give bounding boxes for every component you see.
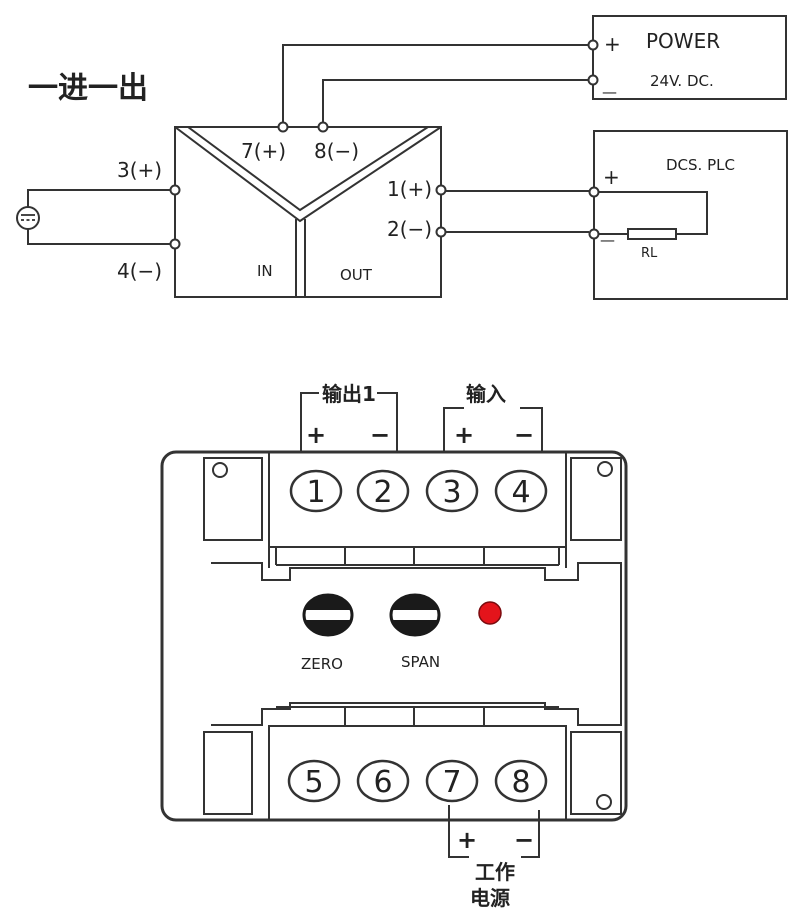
- power-plus-terminal: [587, 39, 599, 51]
- module-t3-terminal: [169, 184, 181, 196]
- input-minus: −: [514, 421, 534, 449]
- module-t3-label: 3(+): [117, 158, 162, 182]
- isolator-module: 7(+) 8(−) 3(+) 4(−) 1(+) 2(−) IN OUT: [117, 121, 447, 298]
- terminal-7[interactable]: 7: [425, 759, 479, 803]
- svg-text:1: 1: [306, 475, 325, 510]
- dcs-title: DCS. PLC: [666, 156, 735, 174]
- module-t8-label: 8(−): [314, 139, 359, 163]
- resistor-label: RL: [641, 246, 658, 261]
- span-potentiometer[interactable]: [389, 593, 441, 637]
- module-out-label: OUT: [340, 266, 373, 284]
- module-t8-terminal: [317, 121, 329, 133]
- input-bracket: [443, 407, 543, 464]
- terminal-8[interactable]: 8: [494, 759, 548, 803]
- power-minus-terminal: [587, 74, 599, 86]
- module-t1-terminal: [435, 184, 447, 196]
- module-in-label: IN: [257, 262, 273, 280]
- terminal-block: 输出1 + − 输入 + −: [160, 382, 628, 910]
- input-label: 输入: [466, 382, 506, 406]
- mount-hole-top-right: [597, 461, 613, 477]
- output-plus: +: [306, 421, 326, 449]
- dcs-plus-terminal: [588, 186, 600, 198]
- module-t4-terminal: [169, 238, 181, 250]
- mount-hole-top-left: [212, 462, 228, 478]
- terminal-6[interactable]: 6: [356, 759, 410, 803]
- output-minus: −: [370, 421, 390, 449]
- power-plus: +: [457, 826, 477, 854]
- input-plus: +: [454, 421, 474, 449]
- terminal-5[interactable]: 5: [287, 759, 341, 803]
- top-terminals: 1 2 3 4: [289, 469, 548, 513]
- span-label: SPAN: [401, 653, 440, 671]
- module-t7-label: 7(+): [241, 139, 286, 163]
- svg-text:3: 3: [442, 475, 461, 510]
- power-label-line1: 工作: [475, 860, 515, 884]
- svg-text:4: 4: [511, 475, 530, 510]
- svg-text:6: 6: [373, 765, 392, 800]
- output-label: 输出1: [322, 382, 376, 406]
- mount-hole-bottom-right: [596, 794, 612, 810]
- output-bracket: [300, 392, 398, 464]
- svg-text:7: 7: [442, 765, 461, 800]
- mounting-ears: [203, 457, 622, 815]
- terminal-2[interactable]: 2: [356, 469, 410, 513]
- dcs-minus-terminal: [588, 228, 600, 240]
- module-t2-label: 2(−): [387, 217, 432, 241]
- zero-potentiometer[interactable]: [302, 593, 354, 637]
- svg-text:8: 8: [511, 765, 530, 800]
- module-t4-label: 4(−): [117, 259, 162, 283]
- status-led: [478, 601, 502, 625]
- power-label-line2: 电源: [470, 886, 510, 910]
- bottom-terminal-strip: [268, 706, 567, 821]
- power-supply-box: POWER 24V. DC. + —: [587, 15, 787, 101]
- power-minus-sign: —: [602, 83, 617, 101]
- power-bracket: [448, 805, 540, 858]
- terminal-1[interactable]: 1: [289, 469, 343, 513]
- module-t7-terminal: [277, 121, 289, 133]
- power-voltage: 24V. DC.: [650, 72, 714, 90]
- module-t1-label: 1(+): [387, 177, 432, 201]
- power-title: POWER: [646, 29, 720, 53]
- zero-label: ZERO: [301, 655, 343, 673]
- load-resistor: [627, 228, 677, 240]
- terminal-3[interactable]: 3: [425, 469, 479, 513]
- power-minus: −: [514, 826, 534, 854]
- mode-title: 一进一出: [28, 71, 148, 106]
- terminal-4[interactable]: 4: [494, 469, 548, 513]
- module-t2-terminal: [435, 226, 447, 238]
- dcs-minus-sign: —: [600, 231, 615, 249]
- svg-text:5: 5: [304, 765, 323, 800]
- dcs-plc-box: DCS. PLC + — RL: [588, 130, 788, 300]
- bottom-terminals: 5 6 7 8: [287, 759, 548, 803]
- wires: [27, 44, 589, 245]
- svg-text:2: 2: [373, 475, 392, 510]
- wiring-diagram: 一进一出 POWER 24V. DC. + — DCS. PLC + — RL: [16, 15, 788, 300]
- dc-source-icon: [16, 206, 40, 230]
- dcs-plus-sign: +: [603, 165, 620, 189]
- power-plus-sign: +: [604, 32, 621, 56]
- top-terminal-strip: [268, 451, 567, 568]
